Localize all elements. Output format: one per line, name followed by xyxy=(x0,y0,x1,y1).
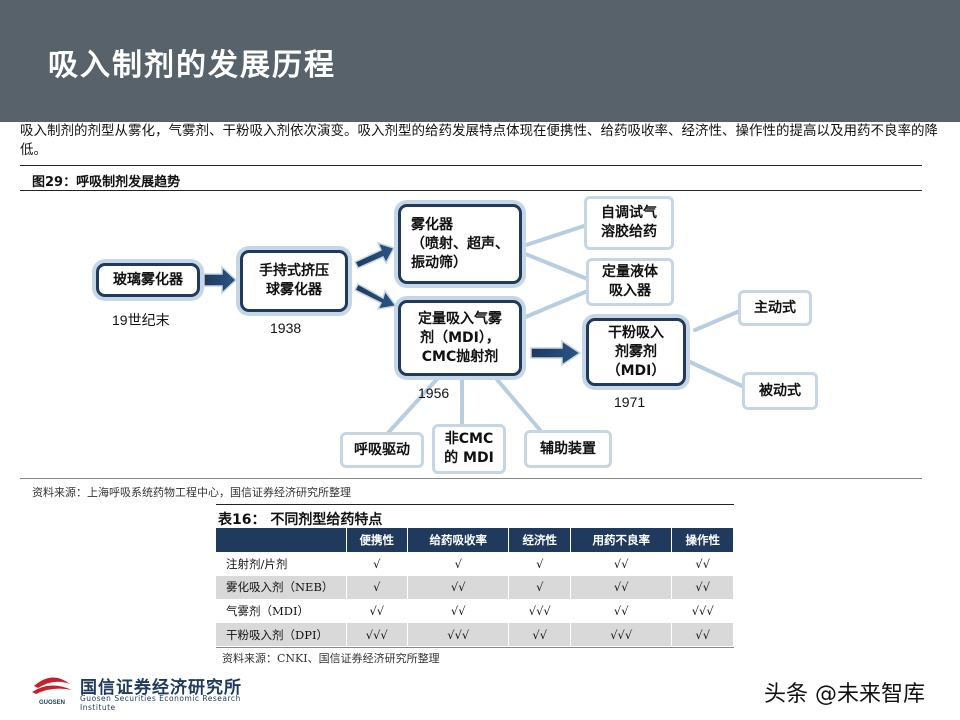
node-nebulizer: 雾化器 （喷射、超声、 振动筛） xyxy=(398,204,522,284)
divider-table-top xyxy=(216,504,734,505)
page-title: 吸入制剂的发展历程 xyxy=(48,48,336,83)
table-cell: √ xyxy=(407,551,510,576)
table-row: 注射剂/片剂 √ √ √ √√ √√ xyxy=(216,551,734,576)
connector-mdi-breath xyxy=(386,376,440,435)
table-cell: √√√ xyxy=(508,598,572,623)
arrow-glass-handheld xyxy=(203,265,238,295)
watermark: 头条 @未来智库 xyxy=(764,682,925,707)
node-dpi: 干粉吸入 剂雾剂 （MDI） xyxy=(586,318,686,386)
logo-name: 国信证券经济研究所 xyxy=(80,678,242,698)
node-non-cmc-mdi: 非CMC 的 MDI xyxy=(432,424,506,474)
year-dpi: 1971 xyxy=(614,394,646,410)
node-auxiliary: 辅助装置 xyxy=(524,430,612,468)
connector-nebulizer-self xyxy=(521,222,592,248)
year-glass-nebulizer: 19世纪末 xyxy=(112,312,170,328)
table-header-corner xyxy=(216,528,347,552)
node-breath-driven: 呼吸驱动 xyxy=(340,432,424,468)
table-cell: √√ xyxy=(671,575,734,599)
table-header-economy: 经济性 xyxy=(508,528,572,552)
table-row: 雾化吸入剂（NEB） √ √√ √ √√ √√ xyxy=(216,575,734,599)
table-cell: √√√ xyxy=(671,598,734,623)
connector-dpi-passive xyxy=(688,360,744,388)
table-cell: √ xyxy=(346,575,409,599)
divider-table-bottom xyxy=(216,647,734,648)
logo-english-name: Guosen Securities Economic Research Inst… xyxy=(80,694,241,712)
arrow-handheld-mdi xyxy=(353,282,398,310)
table-cell: √√√ xyxy=(346,622,409,646)
table-cell: 注射剂/片剂 xyxy=(216,551,347,576)
figure-title: 图29：呼吸制剂发展趋势 xyxy=(32,175,181,190)
connector-layer xyxy=(203,222,744,435)
table-source: 资料来源：CNKI、国信证券经济研究所整理 xyxy=(222,652,440,665)
connector-mdi-metered xyxy=(521,288,592,320)
arrow-mdi-dpi xyxy=(530,339,582,367)
figure-source: 资料来源：上海呼吸系统药物工程中心，国信证券经济研究所整理 xyxy=(32,486,351,499)
intro-text: 吸入制剂的剂型从雾化，气雾剂、干粉吸入剂依次演变。吸入剂型的给药发展特点体现在便… xyxy=(20,123,938,158)
table-cell: √√ xyxy=(346,598,409,623)
table-cell: 气雾剂（MDI） xyxy=(216,598,347,623)
node-mdi: 定量吸入气雾 剂（MDI）， CMC抛射剂 xyxy=(398,300,522,376)
development-diagram: 玻璃雾化器 手持式挤压 球雾化器 雾化器 （喷射、超声、 振动筛） 自调试气 溶… xyxy=(0,190,960,480)
dosage-form-table: 便携性 给药吸收率 经济性 用药不良率 操作性 注射剂/片剂 √ √ √ √√ … xyxy=(216,528,734,646)
divider-top xyxy=(20,165,922,166)
table-header-adverse: 用药不良率 xyxy=(570,528,673,552)
year-mdi: 1956 xyxy=(418,385,450,401)
table-cell: √√ xyxy=(570,598,673,623)
node-handheld-nebulizer: 手持式挤压 球雾化器 xyxy=(240,250,348,312)
table-cell: √√ xyxy=(407,598,510,623)
table-cell: √ xyxy=(508,551,572,576)
table-title: 表16： 不同剂型给药特点 xyxy=(218,512,383,528)
connector-dpi-active xyxy=(693,308,744,332)
table-cell: √ xyxy=(508,575,572,599)
divider-figure xyxy=(20,190,922,191)
table-cell: √√ xyxy=(671,551,734,576)
header-bar: 吸入制剂的发展历程 xyxy=(0,0,960,122)
guosen-logo-icon: GUOSEN xyxy=(32,677,72,706)
node-glass-nebulizer: 玻璃雾化器 xyxy=(96,263,200,297)
node-passive: 被动式 xyxy=(742,372,818,410)
table-cell: √√ xyxy=(671,622,734,646)
table-cell: √ xyxy=(346,551,409,576)
divider-figure-bottom xyxy=(20,478,922,479)
table-cell: √√√ xyxy=(407,622,510,646)
table-row: 干粉吸入剂（DPI） √√√ √√√ √√ √√√ √√ xyxy=(216,622,734,646)
table-cell: √√ xyxy=(508,622,572,646)
table-cell: √√ xyxy=(570,551,673,576)
node-self-aerosol: 自调试气 溶胶给药 xyxy=(584,196,674,250)
node-metered-liquid: 定量液体 吸入器 xyxy=(586,258,674,306)
table-header-absorption: 给药吸收率 xyxy=(407,528,510,552)
table-cell: √√√ xyxy=(570,622,673,646)
table-cell: √√ xyxy=(407,575,510,599)
table-header-operability: 操作性 xyxy=(671,528,734,552)
company-logo: GUOSEN 国信证券经济研究所 Guosen Securities Econo… xyxy=(30,670,250,712)
arrow-handheld-nebulizer xyxy=(353,241,396,269)
node-active: 主动式 xyxy=(738,290,812,326)
table-row: 气雾剂（MDI） √√ √√ √√√ √√ √√√ xyxy=(216,598,734,623)
table-cell: 雾化吸入剂（NEB） xyxy=(216,575,347,599)
year-handheld: 1938 xyxy=(270,320,302,336)
table-header-row: 便携性 给药吸收率 经济性 用药不良率 操作性 xyxy=(216,528,734,552)
table-cell: √√ xyxy=(570,575,673,599)
connector-nebulizer-metered xyxy=(521,251,592,282)
table-header-portability: 便携性 xyxy=(346,528,409,552)
logo-mark-text: GUOSEN xyxy=(39,700,65,706)
table-cell: 干粉吸入剂（DPI） xyxy=(216,622,347,646)
connector-mdi-aux xyxy=(492,374,542,432)
